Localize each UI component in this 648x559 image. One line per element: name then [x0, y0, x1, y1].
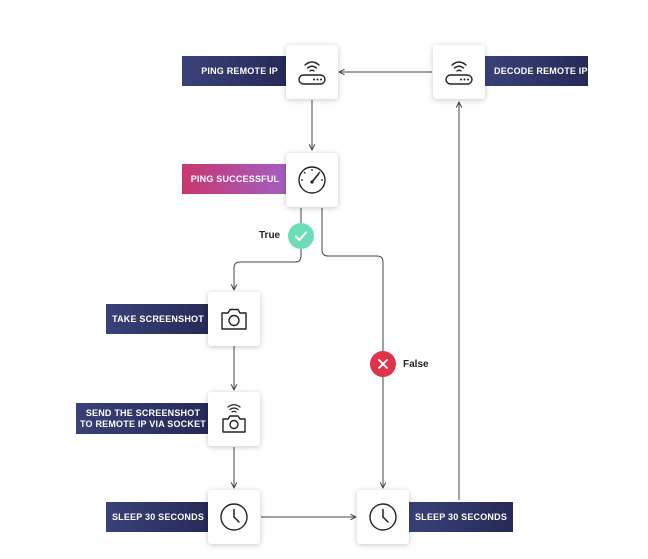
ping-remote-ip-node [286, 45, 338, 99]
ping-successful-text: PING SUCCESSFUL [190, 173, 280, 184]
send-screenshot-text-line2: TO REMOTE IP VIA SOCKET [80, 418, 206, 429]
decode-remote-ip-label: DECODE REMOTE IP [484, 56, 588, 86]
take-screenshot-label: TAKE SCREENSHOT [106, 304, 210, 334]
send-screenshot-label: SEND THE SCREENSHOT TO REMOTE IP VIA SOC… [76, 403, 210, 434]
speedometer-icon [298, 166, 326, 194]
clock-icon [220, 503, 248, 531]
sleep-left-label: SLEEP 30 SECONDS [106, 502, 210, 532]
router-wifi-icon [445, 61, 473, 85]
ping-remote-ip-label: PING REMOTE IP [182, 56, 288, 86]
checkmark-icon [295, 231, 307, 241]
decode-remote-ip-text: DECODE REMOTE IP [494, 65, 588, 76]
false-branch-label: False [403, 359, 429, 370]
sleep-right-label: SLEEP 30 SECONDS [409, 502, 513, 532]
take-screenshot-text: TAKE SCREENSHOT [112, 313, 204, 324]
ping-successful-label: PING SUCCESSFUL [182, 164, 288, 194]
decode-remote-ip-node [433, 45, 485, 99]
camera-icon [221, 308, 247, 330]
ping-remote-ip-text: PING REMOTE IP [201, 65, 278, 76]
true-branch-label: True [259, 230, 281, 241]
router-wifi-icon [298, 61, 326, 85]
take-screenshot-node [208, 292, 260, 346]
sleep-right-node [357, 490, 409, 544]
sleep-right-text: SLEEP 30 SECONDS [414, 511, 508, 522]
send-screenshot-node [208, 392, 260, 446]
send-screenshot-text-line1: SEND THE SCREENSHOT [85, 407, 201, 418]
sleep-left-node [208, 490, 260, 544]
ping-successful-node [286, 153, 338, 207]
line-check-to-false [321, 208, 384, 351]
camera-wifi-icon [222, 404, 246, 433]
false-badge [370, 351, 396, 377]
close-icon [378, 359, 388, 369]
clock-icon [369, 503, 397, 531]
true-badge [288, 223, 314, 249]
sleep-left-text: SLEEP 30 SECONDS [111, 511, 205, 522]
arrow-true-to-screenshot [234, 249, 302, 290]
